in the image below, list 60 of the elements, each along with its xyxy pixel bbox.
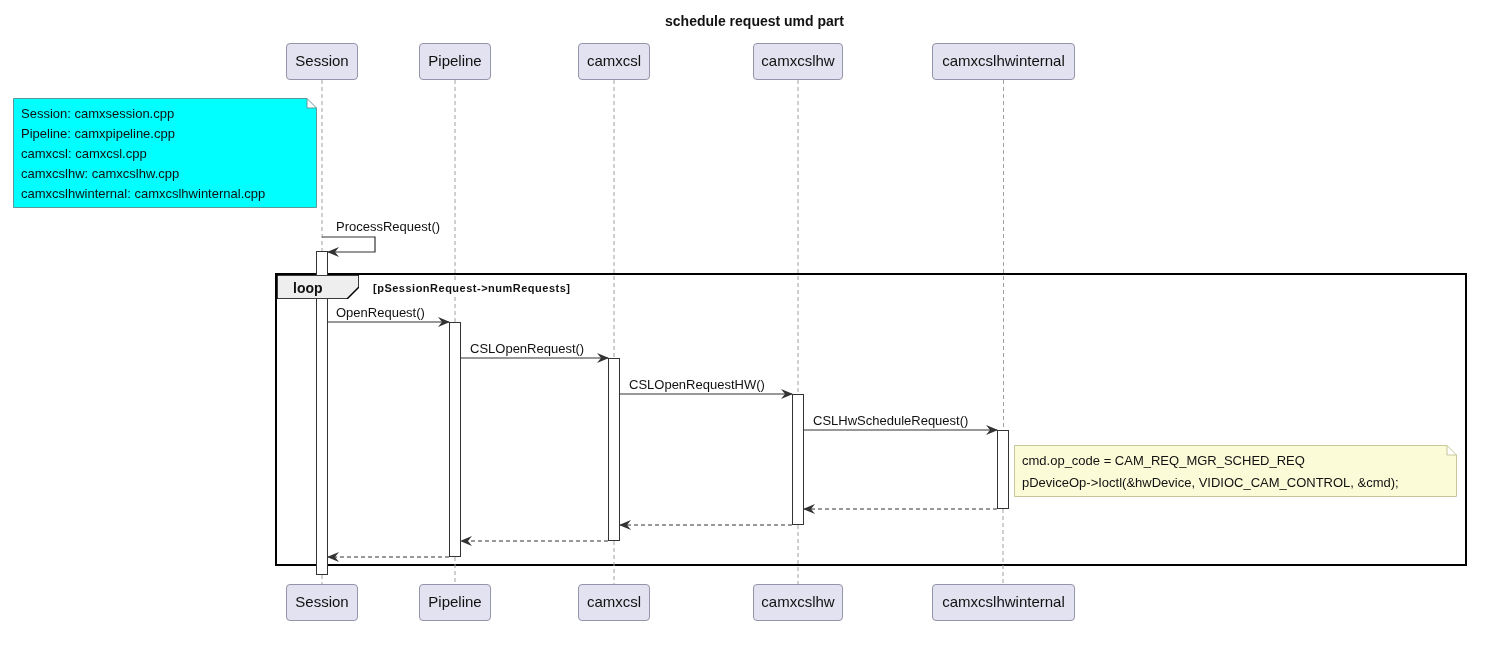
note-text: cmd.op_code = CAM_REQ_MGR_SCHED_REQ bbox=[1022, 451, 1306, 469]
lifeline bbox=[321, 574, 323, 585]
edge-label: CSLHwScheduleRequest() bbox=[812, 413, 970, 428]
edge-label: CSLOpenRequest() bbox=[469, 341, 586, 356]
edge-label: CSLOpenRequestHW() bbox=[628, 377, 766, 392]
participant-box bbox=[578, 43, 650, 80]
participant-box bbox=[753, 43, 843, 80]
participant-box bbox=[286, 584, 358, 621]
edge-label: ProcessRequest() bbox=[335, 219, 442, 234]
return-arrow bbox=[327, 552, 450, 562]
participant-name: Pipeline bbox=[428, 51, 482, 72]
participant-name: Session bbox=[295, 592, 349, 613]
activation-bar bbox=[449, 322, 461, 557]
activation-bar bbox=[997, 430, 1009, 509]
participant-name: camxcslhw bbox=[761, 592, 835, 613]
participant-box bbox=[419, 43, 491, 80]
lifeline bbox=[1002, 508, 1004, 585]
return-arrow bbox=[460, 536, 609, 546]
participant-box bbox=[286, 43, 358, 80]
note-text: camxcslhw: camxcslhw.cpp bbox=[21, 164, 181, 182]
note-text: pDeviceOp->Ioctl(&hwDevice, VIDIOC_CAM_CONTROL, &cmd); bbox=[1022, 473, 1400, 491]
participant-name: camxcslhwinternal bbox=[942, 51, 1065, 72]
note bbox=[13, 98, 317, 208]
participant-name: Pipeline bbox=[428, 592, 482, 613]
note-text: Pipeline: camxpipeline.cpp bbox=[21, 124, 176, 142]
participant-box bbox=[932, 584, 1075, 621]
activation-bar bbox=[792, 394, 804, 525]
return-arrow bbox=[619, 520, 793, 530]
participant-name: camxcslhw bbox=[761, 51, 835, 72]
message-arrow bbox=[619, 389, 793, 399]
note-text: Session: camxsession.cpp bbox=[21, 104, 176, 122]
lifeline bbox=[797, 524, 799, 585]
participant-box bbox=[753, 584, 843, 621]
lifeline bbox=[613, 540, 615, 585]
return-arrow bbox=[803, 504, 998, 514]
lifeline bbox=[613, 79, 615, 359]
participant-box bbox=[578, 584, 650, 621]
message-arrow bbox=[321, 236, 376, 257]
participant-name: Session bbox=[295, 51, 349, 72]
activation-bar bbox=[608, 358, 620, 541]
participant-box bbox=[419, 584, 491, 621]
edge-label: OpenRequest() bbox=[335, 305, 426, 320]
lifeline bbox=[797, 79, 799, 395]
note-text: camxcslhwinternal: camxcslhwinternal.cpp bbox=[21, 184, 267, 202]
participant-box bbox=[932, 43, 1075, 80]
participant-name: camxcsl bbox=[586, 592, 642, 613]
frame-keyword: loop bbox=[293, 279, 323, 298]
participant-name: camxcsl bbox=[586, 51, 642, 72]
lifeline bbox=[454, 79, 456, 323]
participant-name: camxcslhwinternal bbox=[942, 592, 1065, 613]
message-arrow bbox=[803, 425, 998, 435]
loop-frame bbox=[275, 273, 1467, 566]
message-arrow bbox=[327, 317, 450, 327]
note-text: camxcsl: camxcsl.cpp bbox=[21, 144, 148, 162]
lifeline bbox=[454, 556, 456, 585]
loop-condition: [pSessionRequest->numRequests] bbox=[373, 280, 571, 297]
diagram-title: schedule request umd part bbox=[665, 12, 844, 31]
lifeline bbox=[321, 79, 323, 252]
note bbox=[1014, 445, 1457, 497]
message-arrow bbox=[460, 353, 609, 363]
